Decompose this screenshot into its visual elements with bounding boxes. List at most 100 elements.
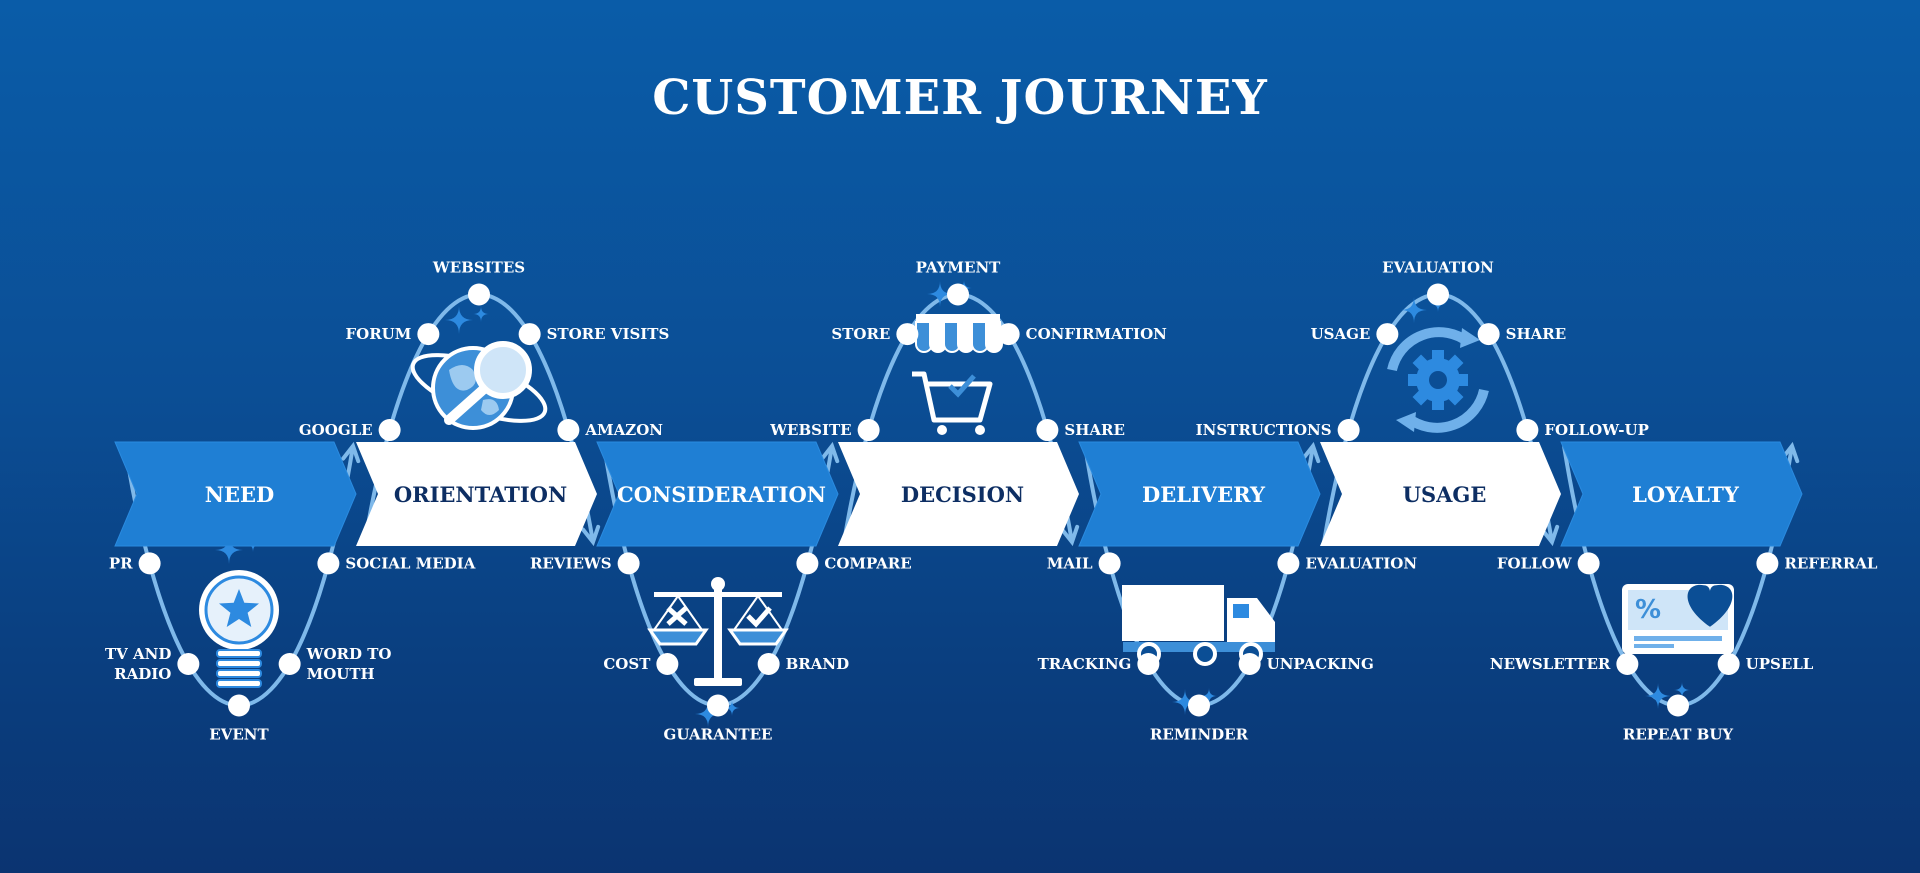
touchpoint-node <box>228 694 250 717</box>
touchpoint-label: FOLLOW <box>1497 554 1573 572</box>
stage-chevron-shape <box>596 441 839 547</box>
touchpoint-label: REVIEWS <box>530 554 612 572</box>
touchpoint-label: FOLLOW-UP <box>1544 421 1649 439</box>
touchpoint-node <box>378 419 401 442</box>
stage-chevron-shape <box>1320 442 1561 546</box>
sparkle-icon <box>695 701 721 727</box>
touchpoint-label: STORE VISITS <box>547 325 670 343</box>
touchpoint-label: SOCIAL MEDIA <box>345 554 475 572</box>
touchpoint-label: UNPACKING <box>1267 655 1374 673</box>
touchpoint-node <box>1717 652 1740 675</box>
stage-chevron-usage: USAGE <box>1320 442 1561 546</box>
stage-chevron-loyalty: LOYALTY <box>1560 441 1803 547</box>
touchpoint-label: EVALUATION <box>1305 554 1417 572</box>
journey-arrow-head <box>341 441 361 464</box>
touchpoint-node <box>896 323 919 346</box>
stage-chevron-layer: NEED ORIENTATION CONSIDERATION DECISION DELI… <box>114 441 1803 547</box>
touchpoint-label: BRAND <box>786 655 850 673</box>
stage-label: DELIVERY <box>1142 482 1266 507</box>
touchpoint-node <box>1277 552 1300 575</box>
stage-label: ORIENTATION <box>394 482 567 507</box>
touchpoint-node <box>1756 552 1779 575</box>
sparkle-icon <box>1645 683 1671 709</box>
touchpoint-node <box>1098 552 1121 575</box>
touchpoint-label: INSTRUCTIONS <box>1196 421 1332 439</box>
sparkle-icon <box>215 536 243 564</box>
touchpoint-label: STORE <box>831 325 890 343</box>
touchpoint-label: COMPARE <box>824 554 911 572</box>
touchpoint-node <box>796 552 819 575</box>
sparkle-icon <box>1172 689 1198 715</box>
sparkle-icon <box>724 700 740 716</box>
touchpoint-node <box>1516 419 1539 442</box>
touchpoint-node <box>656 652 679 675</box>
store-cart-icon <box>912 280 1004 435</box>
touchpoint-node <box>278 652 301 675</box>
touchpoint-node <box>1188 694 1210 717</box>
touchpoint-node <box>1337 419 1360 442</box>
touchpoint-label: WEBSITE <box>769 421 851 439</box>
touchpoint-node <box>1577 552 1600 575</box>
touchpoint-label: REPEAT BUY <box>1623 726 1734 744</box>
touchpoint-label: REFERRAL <box>1784 554 1878 572</box>
touchpoint-node <box>468 283 490 306</box>
stage-chevron-shape <box>1560 441 1803 547</box>
touchpoint-label: CONFIRMATION <box>1026 325 1168 343</box>
stage-chevron-consideration: CONSIDERATION <box>596 441 839 547</box>
journey-arrow-head <box>581 524 601 547</box>
touchpoint-node <box>518 323 541 346</box>
sparkle-icon <box>473 306 489 322</box>
touchpoint-label: GUARANTEE <box>664 726 773 744</box>
touchpoint-label: PAYMENT <box>916 259 1002 277</box>
sparkle-icon <box>1201 688 1217 704</box>
stage-label: NEED <box>205 482 274 507</box>
stage-chevron-orientation: ORIENTATION <box>356 442 597 546</box>
gear-cycle-icon <box>1387 296 1489 433</box>
journey-arrow-head <box>820 441 840 464</box>
stage-label: LOYALTY <box>1632 482 1740 507</box>
touchpoint-label: FORUM <box>345 325 411 343</box>
touchpoint-node <box>617 552 640 575</box>
touchpoint-label: EVENT <box>209 726 269 744</box>
globe-magnifier-icon <box>410 306 548 430</box>
touchpoint-node <box>1036 419 1059 442</box>
touchpoint-label: REMINDER <box>1150 726 1249 744</box>
touchpoint-node <box>707 694 729 717</box>
stage-chevron-shape <box>838 442 1079 546</box>
touchpoint-node <box>177 652 200 675</box>
sparkle-icon <box>1401 297 1427 323</box>
touchpoint-label: SHARE <box>1506 325 1567 343</box>
touchpoint-label: SHARE <box>1064 421 1125 439</box>
stage-chevron-shape <box>356 442 597 546</box>
sparkle-icon <box>1674 682 1690 698</box>
page-title: CUSTOMER JOURNEY <box>652 70 1268 126</box>
touchpoint-node <box>997 323 1020 346</box>
balance-scale-icon <box>647 577 789 727</box>
sparkle-icon <box>445 306 473 334</box>
stage-label: DECISION <box>901 482 1024 507</box>
touchpoint-node <box>138 552 161 575</box>
touchpoint-node <box>857 419 880 442</box>
touchpoint-label: NEWSLETTER <box>1490 655 1611 673</box>
stage-chevron-shape <box>114 441 357 547</box>
touchpoint-label: USAGE <box>1311 325 1371 343</box>
touchpoint-node-layer <box>138 283 1779 717</box>
touchpoint-node <box>1137 652 1160 675</box>
journey-arrow-head <box>1540 524 1560 547</box>
sparkle-icon <box>927 281 953 307</box>
touchpoint-label: COST <box>603 655 651 673</box>
touchpoint-label: UPSELL <box>1746 655 1814 673</box>
touchpoint-node <box>1477 323 1500 346</box>
stage-label: USAGE <box>1403 482 1487 507</box>
touchpoint-node <box>1667 694 1689 717</box>
loyalty-card-icon: % <box>1622 584 1734 709</box>
journey-arrow-head <box>1060 524 1080 547</box>
touchpoint-label: TRACKING <box>1038 655 1132 673</box>
touchpoint-node <box>757 652 780 675</box>
stage-chevron-delivery: DELIVERY <box>1078 441 1321 547</box>
